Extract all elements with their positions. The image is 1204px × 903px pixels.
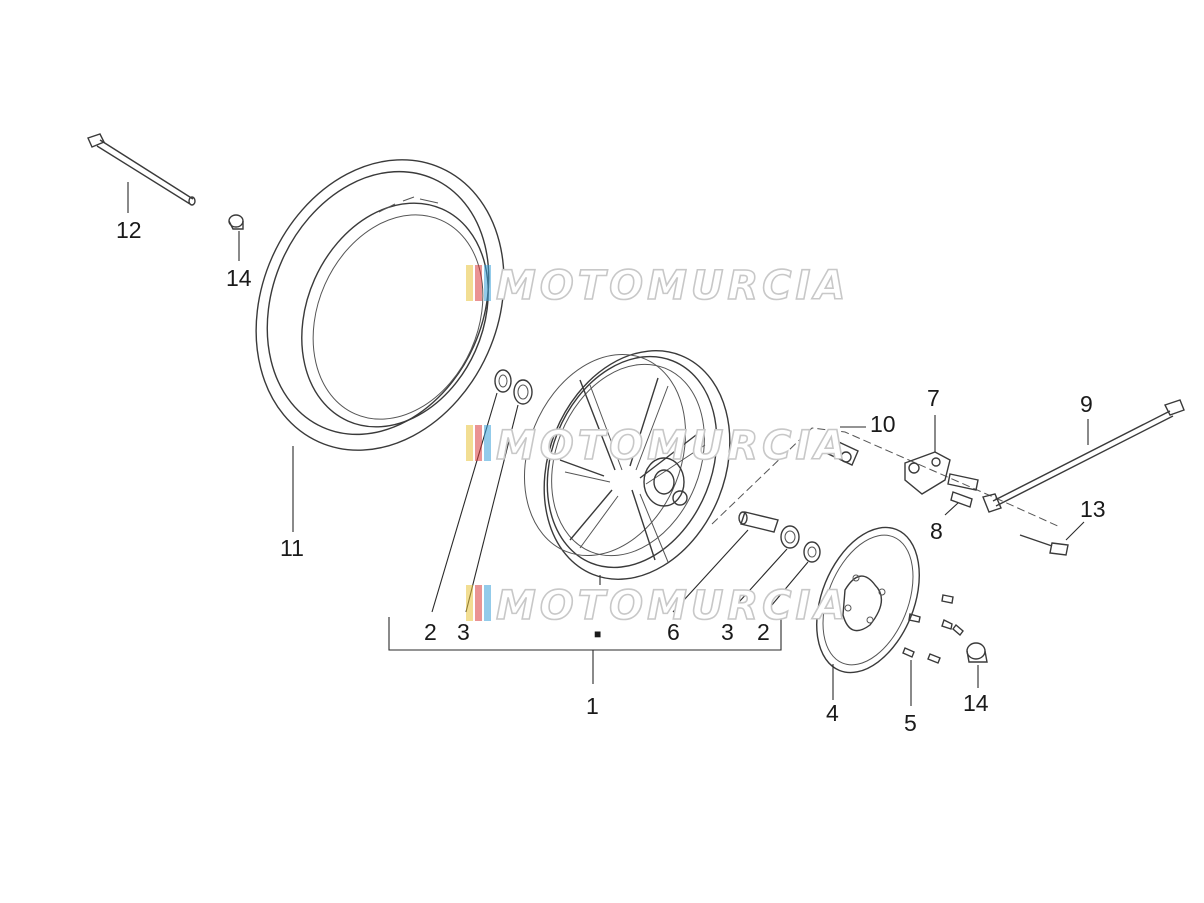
sensor-bracket-part [904, 451, 951, 495]
spacer-part-top [228, 214, 244, 230]
tire-part [255, 159, 505, 451]
watermark-3: MOTOMURCIA [466, 582, 849, 630]
square-marker: ■ [594, 627, 601, 641]
part-label-2-right: 2 [757, 619, 770, 645]
part-label-13: 13 [1080, 496, 1106, 522]
bracket-screws-part [947, 473, 979, 508]
sensor-cable-part [982, 399, 1185, 513]
watermark-text: MOTOMURCIA [496, 423, 849, 469]
part-label-12: 12 [116, 217, 142, 243]
watermark-stripe-yellow [466, 585, 473, 621]
part-label-3-left: 3 [457, 619, 470, 645]
part-label-11: 11 [280, 535, 304, 561]
part-label-10: 10 [870, 411, 896, 437]
wheel-rim-part [523, 350, 731, 580]
leader-6 [672, 529, 749, 613]
watermark-text: MOTOMURCIA [496, 583, 849, 629]
part-label-1: 1 [586, 693, 599, 719]
watermark-stripe-blue [484, 585, 491, 621]
part-label-7: 7 [927, 385, 940, 411]
watermark-2: MOTOMURCIA [466, 422, 849, 470]
leader-3-right [729, 548, 788, 613]
phantom-assembly-line [711, 427, 1061, 528]
watermark-1: MOTOMURCIA [466, 262, 849, 310]
part-label-8: 8 [930, 518, 943, 544]
watermark-stripe-yellow [466, 265, 473, 301]
part-label-3-right: 3 [721, 619, 734, 645]
screw-part [1019, 534, 1069, 556]
part-label-14-top: 14 [226, 265, 252, 291]
leader-2-right [765, 561, 809, 613]
watermark-text: MOTOMURCIA [496, 263, 849, 309]
watermark-stripe-red [475, 585, 482, 621]
watermark-stripe-yellow [466, 425, 473, 461]
seal-part-right [803, 541, 821, 563]
watermark-stripe-blue [484, 425, 491, 461]
part-label-14-bottom: 14 [963, 690, 989, 716]
part-label-2-left: 2 [424, 619, 437, 645]
disc-bolts-part [902, 594, 964, 664]
leader-8 [944, 502, 959, 516]
valve-part [821, 436, 859, 466]
assembly-bracket [388, 617, 782, 651]
seal-part-left [494, 369, 512, 393]
part-label-6: 6 [667, 619, 680, 645]
spacer-part-bottom [966, 642, 988, 663]
leader-13 [1065, 521, 1085, 541]
part-label-4: 4 [826, 700, 839, 726]
part-label-9: 9 [1080, 391, 1093, 417]
brake-disc-part [816, 526, 920, 674]
part-label-5: 5 [904, 710, 917, 736]
axle-bolt-part [87, 133, 196, 206]
leader-3-left [465, 404, 519, 613]
watermark-stripe-red [475, 265, 482, 301]
bearing-part-left [513, 379, 533, 405]
spacer-tube-part [738, 511, 779, 533]
watermark-stripe-red [475, 425, 482, 461]
bearing-part-right [780, 525, 800, 549]
watermark-stripe-blue [484, 265, 491, 301]
